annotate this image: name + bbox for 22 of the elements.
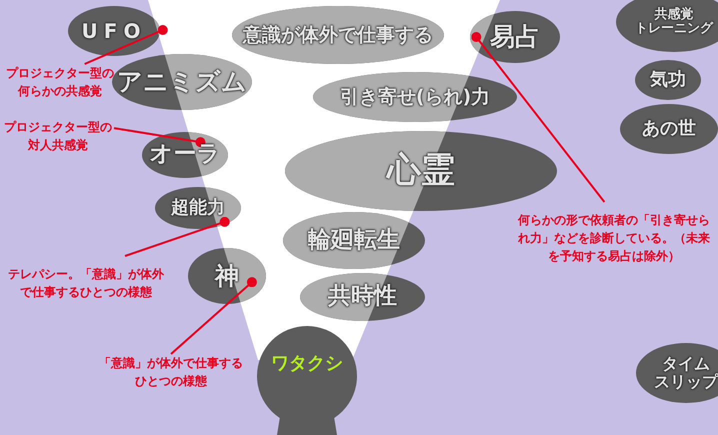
leader-line	[114, 127, 206, 148]
node-label: 気功	[650, 70, 686, 90]
annotation-text: プロジェクター型の何らかの共感覚	[5, 65, 115, 100]
node-label: 易占	[490, 23, 540, 51]
annotation-text: 何らかの形で依頼者の「引き寄せられ力」などを診断している。（未来を予知する易占は除外）	[518, 212, 710, 265]
node-label: トレーニング	[635, 22, 713, 36]
annotation-text: テレパシー。「意識」が体外で仕事するひとつの様態	[8, 266, 164, 301]
node-label: オーラ	[150, 142, 220, 168]
leader-line	[84, 25, 168, 65]
node-label: スリップ	[654, 373, 718, 391]
leader-line	[170, 277, 257, 355]
leader-line	[471, 32, 606, 203]
leader-line	[124, 216, 230, 257]
annotation-text: プロジェクター型の対人共感覚	[3, 119, 113, 154]
annotation-text: 「意識」が体外で仕事するひとつの様態	[98, 355, 244, 390]
node-label: タイム	[662, 355, 710, 373]
node-label: アニミズム	[117, 68, 247, 96]
node-label: あの世	[642, 119, 696, 139]
node-label: ワタクシ	[271, 354, 343, 374]
node-label: UFO	[82, 20, 146, 42]
node-label: 輪廻転生	[308, 228, 400, 254]
node-label: 共感覚	[654, 8, 694, 22]
